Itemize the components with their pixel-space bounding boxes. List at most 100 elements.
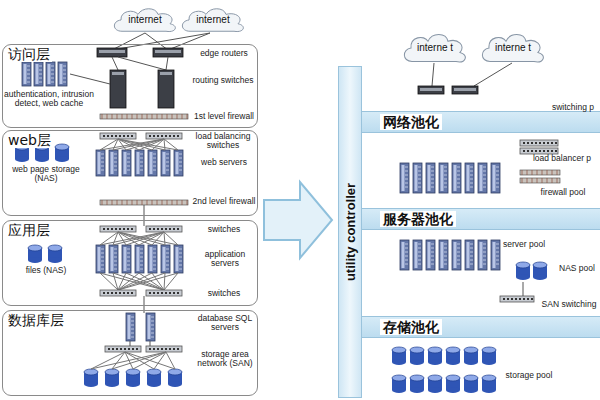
server-icon: [470, 175, 473, 176]
wire: [118, 139, 178, 150]
server-icon: [457, 252, 460, 253]
wire: [130, 341, 131, 346]
server-icon: [405, 187, 408, 188]
server-icon: [457, 264, 460, 265]
pool-band: 网络池化: [362, 111, 600, 133]
firewall-icon: [177, 200, 178, 205]
server-icon: [22, 62, 31, 86]
part-label: switches: [196, 289, 252, 298]
switch-icon: [100, 290, 136, 296]
server-icon: [496, 252, 499, 253]
disk-icon: [15, 156, 29, 162]
server-icon: [63, 66, 66, 67]
server-icon: [101, 249, 104, 250]
firewall-icon: [547, 170, 548, 175]
server-icon: [126, 313, 135, 341]
router-icon: [155, 50, 181, 53]
firewall-icon: [102, 200, 103, 205]
server-icon: [27, 66, 30, 67]
server-icon: [441, 165, 444, 191]
disk-icon: [55, 144, 69, 150]
disk-icon: [428, 347, 442, 353]
part-label: storage pool: [500, 371, 558, 380]
server-icon: [491, 163, 500, 193]
firewall-icon: [167, 200, 168, 205]
server-icon: [101, 166, 104, 167]
firewall-icon: [182, 114, 183, 119]
router-icon: [99, 50, 125, 53]
server-icon: [457, 248, 460, 249]
switch-icon: [153, 228, 155, 230]
switch-icon: [511, 298, 513, 300]
firewall-icon: [537, 178, 538, 183]
server-icon: [137, 152, 140, 174]
server-icon: [127, 154, 130, 155]
wire: [113, 139, 118, 150]
server-icon: [470, 167, 473, 168]
firewall-icon: [157, 114, 158, 119]
server-icon: [127, 265, 130, 266]
switch-icon: [120, 348, 122, 350]
disk-icon: [464, 375, 478, 381]
switch-icon: [165, 348, 167, 350]
switch-icon: [146, 290, 182, 296]
server-icon: [63, 78, 66, 79]
server-icon: [444, 175, 447, 176]
disk-icon: [464, 347, 478, 353]
switch-icon: [105, 346, 141, 352]
server-icon: [179, 257, 182, 258]
server-icon: [452, 163, 461, 193]
server-icon: [39, 82, 42, 83]
part-label: application servers: [194, 250, 256, 268]
server-icon: [179, 269, 182, 270]
server-icon: [400, 240, 409, 270]
heading: 数据库层: [6, 313, 66, 328]
switch-icon: [169, 135, 171, 137]
server-icon: [174, 245, 183, 273]
server-icon: [496, 260, 499, 261]
server-icon: [470, 183, 473, 184]
pool-band: 服务器池化: [362, 208, 600, 230]
firewall-icon: [162, 114, 163, 119]
server-icon: [413, 240, 422, 270]
internet-cloud: internet: [178, 5, 248, 35]
server-icon: [470, 256, 473, 257]
server-icon: [131, 317, 134, 318]
server-icon: [405, 248, 408, 249]
wire: [112, 33, 210, 50]
server-icon: [405, 252, 408, 253]
wire: [70, 74, 110, 84]
server-icon: [457, 171, 460, 172]
firewall-icon: [127, 200, 128, 205]
firewall-icon: [122, 200, 123, 205]
server-icon: [413, 163, 422, 193]
switch-icon: [500, 296, 534, 302]
switch-icon: [173, 292, 175, 294]
server-icon: [98, 152, 101, 174]
server-icon: [101, 261, 104, 262]
server-icon: [127, 269, 130, 270]
wire: [164, 232, 165, 245]
server-icon: [470, 171, 473, 172]
server-icon: [63, 74, 66, 75]
switch-icon: [555, 150, 557, 152]
server-icon: [131, 329, 134, 330]
server-icon: [140, 265, 143, 266]
server-icon: [480, 165, 483, 191]
firewall-icon: [100, 114, 188, 119]
disk-icon: [464, 359, 478, 365]
server-icon: [496, 167, 499, 168]
router-icon: [454, 88, 476, 91]
server-icon: [454, 165, 457, 191]
server-icon: [405, 256, 408, 257]
heading: 存储池化: [380, 319, 442, 335]
wire: [118, 273, 178, 290]
switch-icon: [131, 228, 133, 230]
wire: [118, 57, 166, 70]
server-icon: [179, 162, 182, 163]
disk-icon: [168, 381, 182, 387]
server-icon: [452, 240, 461, 270]
firewall-icon: [132, 114, 133, 119]
heading: web层: [6, 133, 53, 148]
server-icon: [122, 245, 131, 273]
